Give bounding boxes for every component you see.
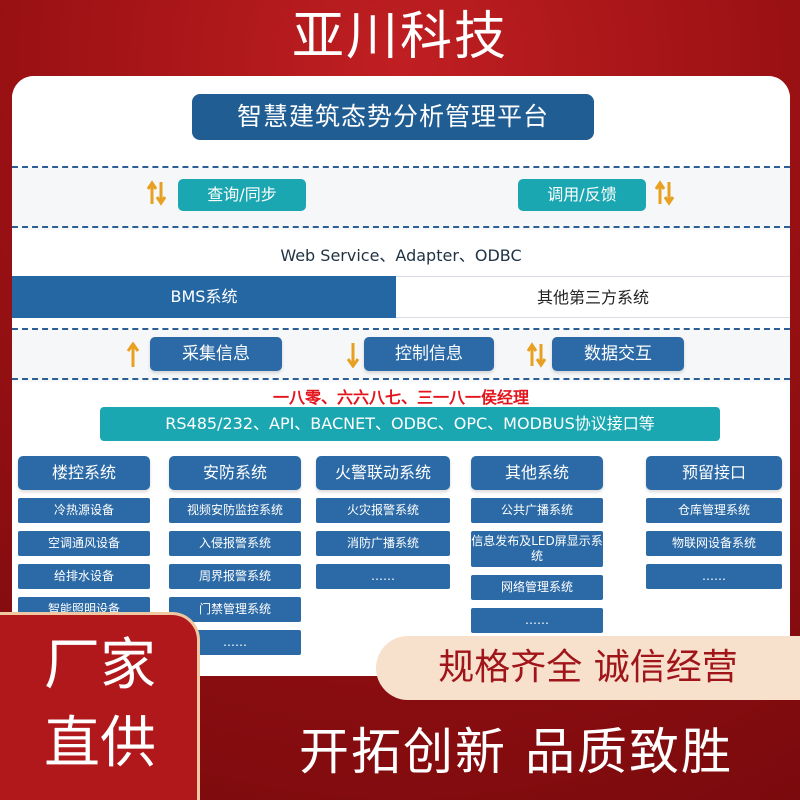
list-item[interactable]: 火灾报警系统 [316,498,450,523]
list-item[interactable]: 给排水设备 [18,564,150,589]
slogan-top: 规格齐全 诚信经营 [376,636,800,700]
divider-2 [12,226,790,228]
list-item[interactable]: 消防广播系统 [316,531,450,556]
third-party-system: 其他第三方系统 [396,276,790,318]
arrow-up-down-icon [147,180,167,206]
list-item[interactable]: 公共广播系统 [471,498,603,523]
architecture-diagram: 智慧建筑态势分析管理平台 查询/同步 调用/反馈 Web Service、Ada… [12,76,790,676]
category-title[interactable]: 火警联动系统 [316,456,450,490]
divider-3 [12,328,790,330]
control-info-button[interactable]: 控制信息 [364,337,494,371]
list-item[interactable]: 门禁管理系统 [169,597,301,622]
badge-line-1: 厂家 [44,633,156,698]
list-item[interactable]: …… [316,564,450,589]
list-item[interactable]: …… [646,564,782,589]
slogan-bottom: 开拓创新 品质致胜 [299,723,733,781]
category-title[interactable]: 安防系统 [169,456,301,490]
category-column-building-control: 楼控系统 冷热源设备 空调通风设备 给排水设备 智能照明设备 [18,456,150,622]
call-feedback-button[interactable]: 调用/反馈 [518,179,646,211]
list-item[interactable]: 信息发布及LED屏显示系统 [471,531,603,567]
list-item[interactable]: 物联网设备系统 [646,531,782,556]
divider-1 [12,166,790,168]
category-column-reserved: 预留接口 仓库管理系统 物联网设备系统 …… [646,456,782,589]
divider-4 [12,378,790,380]
list-item[interactable]: 入侵报警系统 [169,531,301,556]
arrow-up-down-icon [655,180,675,206]
arrow-up-down-icon [527,342,547,368]
list-item[interactable]: 冷热源设备 [18,498,150,523]
data-exchange-button[interactable]: 数据交互 [552,337,684,371]
list-item[interactable]: 空调通风设备 [18,531,150,556]
platform-title: 智慧建筑态势分析管理平台 [192,94,594,140]
factory-direct-badge: 厂家 直供 [0,612,200,800]
list-item[interactable]: …… [471,608,603,633]
arrow-down-icon [346,343,360,368]
category-title[interactable]: 预留接口 [646,456,782,490]
category-column-other: 其他系统 公共广播系统 信息发布及LED屏显示系统 网络管理系统 …… [471,456,603,633]
brand-title: 亚川科技 [291,7,508,67]
list-item[interactable]: 周界报警系统 [169,564,301,589]
bms-system: BMS系统 [12,276,396,318]
category-title[interactable]: 楼控系统 [18,456,150,490]
contact-watermark: 一八零、六六八七、三一八一侯经理 [272,388,529,407]
arrow-up-icon [126,342,140,367]
category-title[interactable]: 其他系统 [471,456,603,490]
protocol-list: Web Service、Adapter、ODBC [280,246,522,265]
list-item[interactable]: 网络管理系统 [471,575,603,600]
interface-protocol-bar: RS485/232、API、BACNET、ODBC、OPC、MODBUS协议接口… [100,407,720,441]
badge-line-2: 直供 [44,711,156,776]
list-item[interactable]: 视频安防监控系统 [169,498,301,523]
list-item[interactable]: 仓库管理系统 [646,498,782,523]
category-column-fire-alarm: 火警联动系统 火灾报警系统 消防广播系统 …… [316,456,450,589]
query-sync-button[interactable]: 查询/同步 [178,179,306,211]
collect-info-button[interactable]: 采集信息 [150,337,282,371]
